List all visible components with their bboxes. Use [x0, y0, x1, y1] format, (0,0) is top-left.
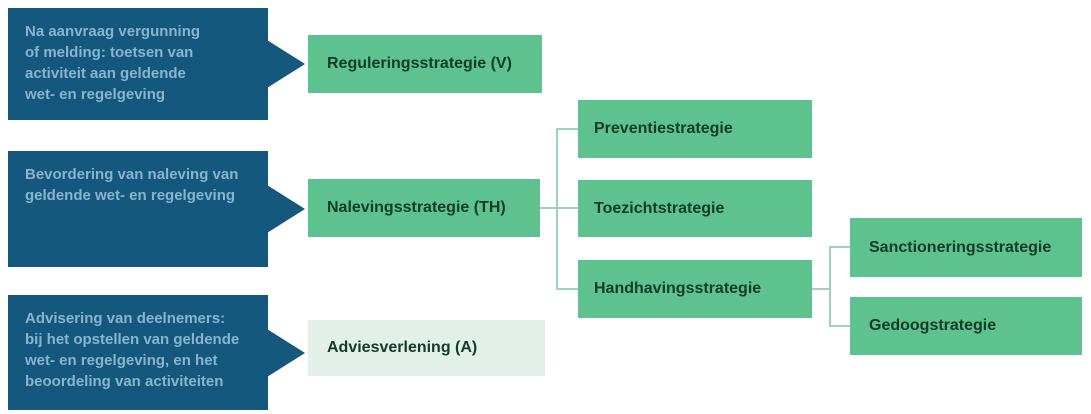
strategy-box-adviesverlening: Adviesverlening (A)	[308, 320, 545, 376]
connector-line-to-handhaving	[556, 288, 578, 290]
strategy-box-handhaving: Handhavingsstrategie	[578, 260, 812, 318]
strategy-label-adviesverlening: Adviesverlening (A)	[327, 339, 478, 356]
strategy-box-sanctionering: Sanctioneringsstrategie	[850, 218, 1082, 277]
strategy-box-preventie: Preventiestrategie	[578, 100, 812, 158]
connector-line-handhaving-out	[812, 288, 831, 290]
strategy-label-preventie: Preventiestrategie	[594, 120, 733, 137]
strategy-label-sanctionering: Sanctioneringsstrategie	[869, 238, 1052, 256]
input-box-advisering-deelnemers: Advisering van deelnemers: bij het opste…	[8, 295, 305, 410]
connector-line-to-preventie	[556, 128, 578, 130]
input-box-vergunning-toetsing: Na aanvraag vergunning of melding: toets…	[8, 8, 305, 120]
connector-line-to-gedoog	[829, 325, 850, 327]
arrow-right-icon	[267, 328, 305, 377]
strategy-label-naleving: Nalevingsstrategie (TH)	[327, 199, 506, 216]
input-text-vergunning-toetsing: Na aanvraag vergunning of melding: toets…	[25, 23, 201, 103]
strategy-label-regulering: Reguleringsstrategie (V)	[327, 55, 512, 72]
strategy-label-gedoog: Gedoogstrategie	[869, 317, 997, 334]
strategy-label-handhaving: Handhavingsstrategie	[594, 280, 762, 297]
input-box-bevordering-naleving: Bevordering van naleving van geldende we…	[8, 151, 305, 267]
connector-line-naleving-trunk	[556, 128, 558, 290]
strategy-box-regulering: Reguleringsstrategie (V)	[308, 35, 542, 93]
input-text-advisering-deelnemers: Advisering van deelnemers: bij het opste…	[25, 310, 240, 390]
strategy-box-naleving: Nalevingsstrategie (TH)	[308, 179, 540, 237]
strategy-box-toezicht: Toezichtstrategie	[578, 180, 812, 237]
arrow-right-icon	[267, 40, 305, 88]
strategy-box-gedoog: Gedoogstrategie	[850, 297, 1082, 355]
connector-line-handhaving-trunk	[829, 246, 831, 327]
input-text-bevordering-naleving: Bevordering van naleving van geldende we…	[25, 166, 239, 204]
arrow-right-icon	[267, 185, 305, 233]
connector-line-to-sanctionering	[829, 246, 850, 248]
strategy-label-toezicht: Toezichtstrategie	[594, 199, 725, 217]
connector-line-naleving-toezicht	[540, 207, 578, 209]
